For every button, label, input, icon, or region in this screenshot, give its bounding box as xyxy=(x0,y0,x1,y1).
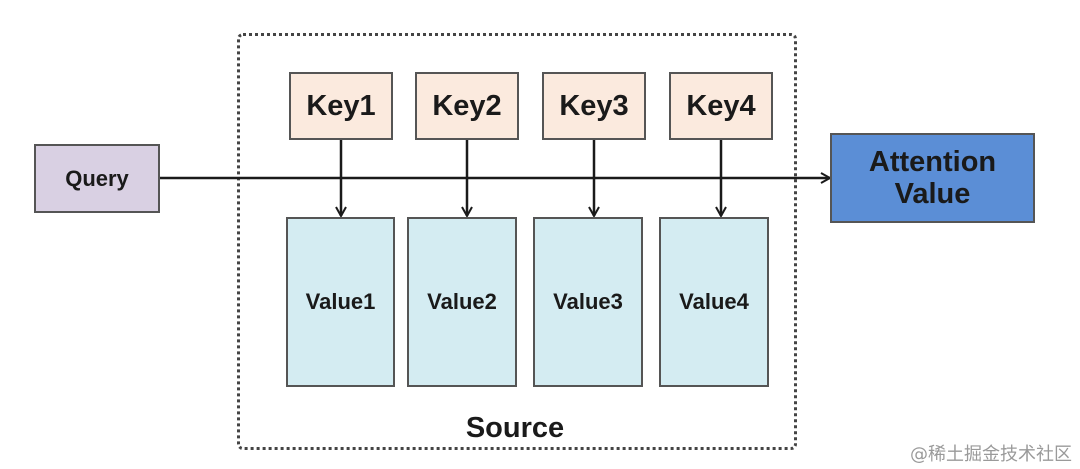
attention-value-line1: Attention xyxy=(868,145,997,178)
key2-box: Key2 xyxy=(415,72,519,140)
value2-box: Value2 xyxy=(407,217,517,387)
value1-box: Value1 xyxy=(286,217,395,387)
key3-box: Key3 xyxy=(542,72,646,140)
value3-box: Value3 xyxy=(533,217,643,387)
source-label: Source xyxy=(465,411,565,444)
watermark: @稀土掘金技术社区 xyxy=(910,444,1072,465)
key4-box: Key4 xyxy=(669,72,773,140)
value4-box: Value4 xyxy=(659,217,769,387)
key1-box: Key1 xyxy=(289,72,393,140)
attention-value-box: Attention Value xyxy=(830,133,1035,223)
query-box: Query xyxy=(34,144,160,213)
attention-value-line2: Value xyxy=(894,178,971,210)
source-frame xyxy=(237,33,797,450)
